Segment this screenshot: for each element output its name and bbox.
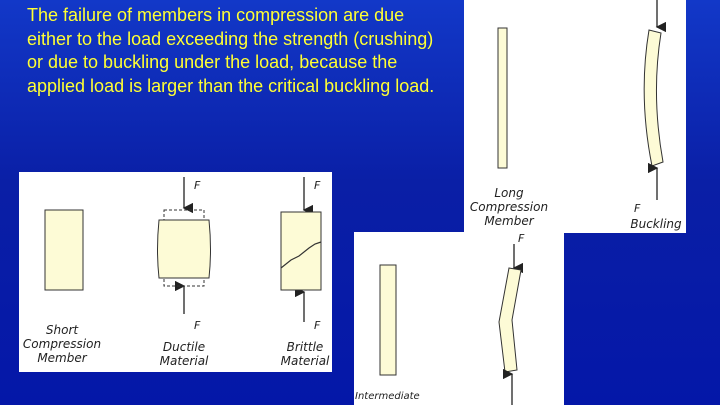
intermediate-member-shape <box>379 264 397 376</box>
brittle-force-bottom-label: F <box>314 319 321 332</box>
ductile-member-shape <box>157 219 211 279</box>
brittle-label-line2: Material <box>280 354 330 368</box>
buckling-force-label: F <box>634 202 641 215</box>
brittle-member-shape <box>280 211 322 291</box>
short-label-line1: Short <box>45 323 79 337</box>
slide-paragraph: The failure of members in compression ar… <box>27 5 435 96</box>
long-member-diagram <box>497 0 667 200</box>
long-label-line3: Member <box>484 214 534 228</box>
intermediate-force-label: F <box>518 232 525 245</box>
ductile-label-line2: Material <box>159 354 209 368</box>
brittle-material-label: Brittle Material <box>269 340 332 368</box>
short-label-line3: Member <box>37 351 87 365</box>
short-member-label: Short Compression Member <box>19 323 107 365</box>
ductile-label-line1: Ductile <box>162 340 206 354</box>
panel-long-member-buckling: Long Compression Member F Buckling <box>464 0 686 233</box>
buckling-label: Buckling <box>630 217 682 231</box>
long-label-line2: Compression <box>469 200 549 214</box>
short-label-line2: Compression <box>22 337 102 351</box>
brittle-crack-line <box>280 241 322 269</box>
intermediate-buckled-shape <box>498 267 522 373</box>
ductile-force-bottom-label: F <box>194 319 201 332</box>
short-member-shape <box>44 209 84 291</box>
ductile-material-label: Ductile Material <box>144 340 224 368</box>
intermediate-member-diagram <box>379 244 524 405</box>
long-member-shape <box>497 27 508 169</box>
intermediate-label: Intermediate <box>355 391 420 402</box>
long-member-label: Long Compression Member <box>464 186 554 228</box>
short-member-diagram <box>44 177 322 322</box>
brittle-label-line1: Brittle <box>286 340 324 354</box>
ductile-force-top-label: F <box>194 179 201 192</box>
buckled-member-shape <box>643 29 664 167</box>
panel-intermediate-member: F Intermediate <box>354 232 564 405</box>
brittle-force-top-label: F <box>314 179 321 192</box>
long-label-line1: Long <box>494 186 524 200</box>
panel-short-member-failure: F F F F Short Compression Member Ductile… <box>19 172 332 372</box>
